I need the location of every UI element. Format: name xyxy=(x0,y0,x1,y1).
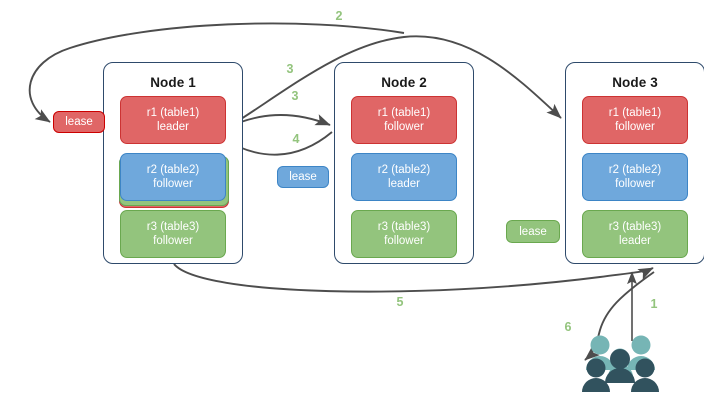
step-label-1: 1 xyxy=(650,297,658,311)
node1-r1-name: r1 (table1) xyxy=(146,107,200,119)
arrow-step-3-long xyxy=(221,35,562,132)
step-label-3a: 3 xyxy=(286,62,294,76)
node1-r1-role: leader xyxy=(157,121,189,133)
node3-r3-role: leader xyxy=(619,235,651,247)
node3-r2-name: r2 (table2) xyxy=(608,164,662,176)
node1-title: Node 1 xyxy=(150,75,196,90)
node3-title: Node 3 xyxy=(612,75,658,90)
node3-r2-role: follower xyxy=(615,178,655,190)
lease-badge-r2[interactable]: lease xyxy=(277,166,329,188)
node2-r1[interactable]: r1 (table1) follower xyxy=(351,96,457,144)
node2-r1-role: follower xyxy=(384,121,424,133)
step-label-4: 4 xyxy=(292,132,300,146)
node1-r3-name: r3 (table3) xyxy=(146,221,200,233)
node2-r2-role: leader xyxy=(388,178,420,190)
arrow-step-6 xyxy=(584,271,655,361)
node3-r2[interactable]: r2 (table2) follower xyxy=(582,153,688,201)
node3-r1-name: r1 (table1) xyxy=(608,107,662,119)
node1-r1[interactable]: r1 (table1) leader xyxy=(120,96,226,144)
node2-r3-role: follower xyxy=(384,235,424,247)
lease-badge-r1[interactable]: lease xyxy=(53,111,105,133)
node3-r3-name: r3 (table3) xyxy=(608,221,662,233)
step-label-2: 2 xyxy=(335,9,343,23)
node3-r1[interactable]: r1 (table1) follower xyxy=(582,96,688,144)
node3-r1-role: follower xyxy=(615,121,655,133)
node3-r3[interactable]: r3 (table3) leader xyxy=(582,210,688,258)
node2-r1-name: r1 (table1) xyxy=(377,107,431,119)
step-label-5: 5 xyxy=(396,295,404,309)
node1-r2[interactable]: r2 (table2) follower xyxy=(120,153,226,201)
node2-r2-name: r2 (table2) xyxy=(377,164,431,176)
step-label-3b: 3 xyxy=(291,89,299,103)
node2-title: Node 2 xyxy=(381,75,427,90)
node1-r3-role: follower xyxy=(153,235,193,247)
node2-r3-name: r3 (table3) xyxy=(377,221,431,233)
node1-r2-role: follower xyxy=(153,178,193,190)
node2-r2[interactable]: r2 (table2) leader xyxy=(351,153,457,201)
node1-r2-name: r2 (table2) xyxy=(146,164,200,176)
lease-badge-r3[interactable]: lease xyxy=(506,220,560,243)
arrow-step-2 xyxy=(28,22,405,123)
node2-r3[interactable]: r3 (table3) follower xyxy=(351,210,457,258)
node1-r3[interactable]: r3 (table3) follower xyxy=(120,210,226,258)
step-label-6: 6 xyxy=(564,320,572,334)
